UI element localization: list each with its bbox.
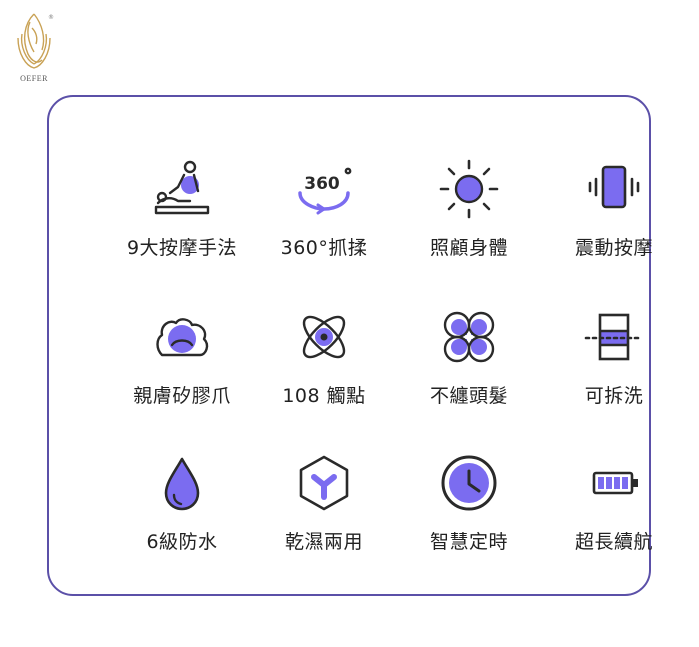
rotate-badge: 360 xyxy=(304,174,340,194)
feature-tile: 108 觸點 xyxy=(249,305,399,425)
feature-label: 照顧身體 xyxy=(429,237,508,259)
feature-tile: 9大按摩手法 xyxy=(107,157,257,277)
feature-tile: 360 360°抓揉 xyxy=(249,157,399,277)
feature-label: 乾濕兩用 xyxy=(284,531,363,553)
feature-label: 360°抓揉 xyxy=(280,237,368,259)
feature-tile: 6級防水 xyxy=(107,451,257,571)
feature-tile: 不纏頭髮 xyxy=(394,305,544,425)
battery-icon xyxy=(582,451,646,515)
feature-tile: 乾濕兩用 xyxy=(249,451,399,571)
brand-name: OEFER xyxy=(20,74,48,83)
feature-label: 震動按摩 xyxy=(574,237,653,259)
feature-tile: 超長續航 xyxy=(539,451,689,571)
feature-label: 超長續航 xyxy=(574,531,653,553)
hexagon-y-icon xyxy=(292,451,356,515)
clock-timer-icon xyxy=(437,451,501,515)
lotus-face-icon xyxy=(17,13,51,69)
silicone-claw-icon xyxy=(150,305,214,369)
hair-clover-icon xyxy=(437,305,501,369)
feature-tile: 照顧身體 xyxy=(394,157,544,277)
massage-therapist-icon xyxy=(150,157,214,221)
water-drop-icon xyxy=(150,451,214,515)
feature-label: 6級防水 xyxy=(146,531,218,553)
features-grid: 9大按摩手法 360 360°抓揉 xyxy=(49,97,653,594)
rotate-360-icon: 360 xyxy=(292,157,356,221)
feature-label: 108 觸點 xyxy=(282,385,366,407)
feature-label: 親膚矽膠爪 xyxy=(133,385,231,407)
feature-label: 可拆洗 xyxy=(584,385,644,407)
feature-label: 9大按摩手法 xyxy=(126,237,238,259)
feature-label: 不纏頭髮 xyxy=(429,385,508,407)
feature-tile: 親膚矽膠爪 xyxy=(107,305,257,425)
feature-label: 智慧定時 xyxy=(429,531,508,553)
feature-tile: 震動按摩 xyxy=(539,157,689,277)
brand-logo: ® OEFER xyxy=(8,8,60,88)
features-card: 9大按摩手法 360 360°抓揉 xyxy=(47,95,653,596)
phone-vibrate-icon xyxy=(582,157,646,221)
atom-contact-icon xyxy=(292,305,356,369)
feature-tile: 可拆洗 xyxy=(539,305,689,425)
detachable-icon xyxy=(582,305,646,369)
sun-icon xyxy=(437,157,501,221)
registered-mark: ® xyxy=(48,14,54,21)
feature-tile: 智慧定時 xyxy=(394,451,544,571)
